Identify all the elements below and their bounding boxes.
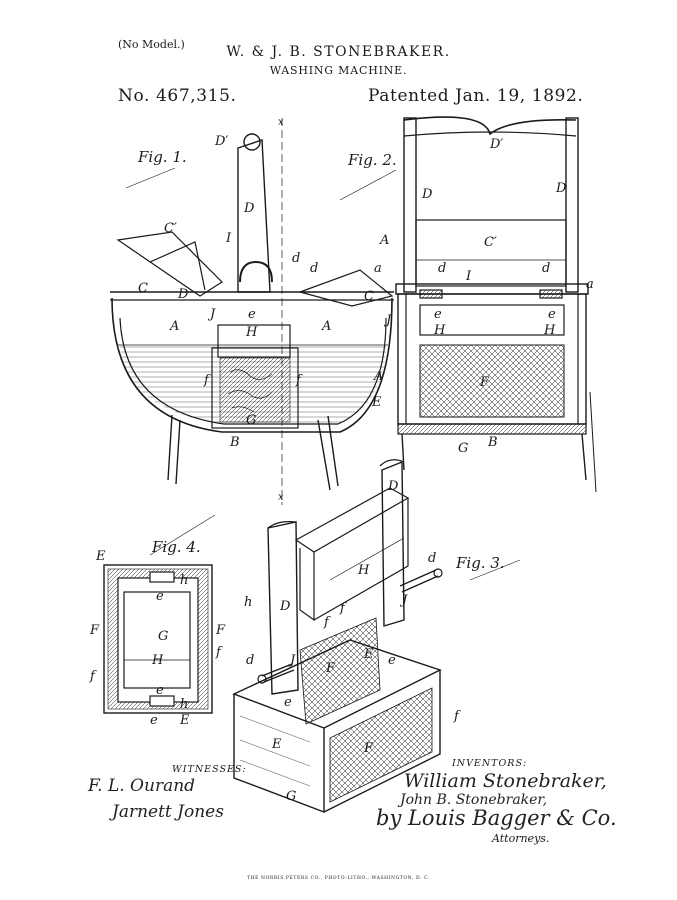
svg-text:d: d bbox=[246, 653, 254, 668]
svg-text:d: d bbox=[542, 261, 550, 276]
svg-text:B: B bbox=[229, 435, 240, 450]
svg-text:e: e bbox=[248, 307, 256, 322]
svg-text:F: F bbox=[215, 623, 226, 638]
svg-text:C′: C′ bbox=[484, 235, 497, 250]
figure-2-labels: D′ D D A C′ a d I d a J e e H H A F E G … bbox=[371, 137, 594, 456]
svg-text:e: e bbox=[548, 307, 556, 322]
inventors-label: INVENTORS: bbox=[452, 758, 528, 769]
witness-signature-1: F. L. Ourand bbox=[88, 776, 196, 796]
svg-text:I: I bbox=[465, 269, 472, 284]
svg-text:C: C bbox=[364, 289, 374, 304]
svg-text:E: E bbox=[371, 395, 382, 410]
svg-text:G: G bbox=[458, 441, 468, 456]
figure-2-drawing bbox=[339, 116, 597, 493]
svg-text:e: e bbox=[156, 683, 164, 698]
svg-text:E: E bbox=[363, 647, 374, 662]
inventor-signature-1: William Stonebraker, bbox=[404, 770, 607, 792]
svg-text:H: H bbox=[357, 563, 370, 578]
svg-text:e: e bbox=[284, 695, 292, 710]
svg-text:a: a bbox=[374, 261, 382, 276]
svg-text:D: D bbox=[555, 181, 567, 196]
figure-3-labels: D d H h D J f f d J E e F e E F f G bbox=[244, 479, 461, 804]
engraver-credit: THE NORRIS PETERS CO., PHOTO-LITHO., WAS… bbox=[246, 876, 430, 881]
svg-text:H: H bbox=[151, 653, 164, 668]
svg-text:d: d bbox=[310, 261, 318, 276]
figure-4-labels: E h e F F G f H f e h e E bbox=[89, 549, 226, 728]
svg-text:D: D bbox=[421, 187, 433, 202]
svg-text:f: f bbox=[295, 373, 303, 388]
svg-text:A: A bbox=[169, 319, 179, 334]
svg-text:D: D bbox=[279, 599, 291, 614]
svg-text:F: F bbox=[363, 741, 374, 756]
invention-title: WASHING MACHINE. bbox=[269, 64, 408, 77]
patent-date: Patented Jan. 19, 1892. bbox=[368, 86, 584, 106]
svg-text:I: I bbox=[225, 231, 232, 246]
svg-text:C: C bbox=[138, 281, 148, 296]
svg-text:h: h bbox=[180, 697, 188, 712]
model-note: (No Model.) bbox=[118, 38, 185, 51]
attorney-signature: by Louis Bagger & Co. bbox=[376, 806, 617, 830]
svg-text:d: d bbox=[428, 551, 436, 566]
svg-text:f: f bbox=[453, 709, 461, 724]
svg-text:A: A bbox=[379, 233, 389, 248]
svg-text:B: B bbox=[487, 435, 498, 450]
svg-text:h: h bbox=[180, 573, 188, 588]
svg-text:D′: D′ bbox=[489, 137, 503, 152]
svg-text:D: D bbox=[177, 287, 189, 302]
svg-text:D: D bbox=[387, 479, 399, 494]
svg-text:e: e bbox=[150, 713, 158, 728]
svg-text:d: d bbox=[292, 251, 300, 266]
svg-text:f: f bbox=[215, 645, 223, 660]
svg-text:f: f bbox=[203, 373, 211, 388]
svg-text:h: h bbox=[244, 595, 252, 610]
svg-text:f: f bbox=[89, 669, 97, 684]
inventors-title: W. & J. B. STONEBRAKER. bbox=[226, 44, 451, 60]
svg-text:e: e bbox=[156, 589, 164, 604]
inventor-signature-2: John B. Stonebraker, bbox=[400, 792, 548, 808]
svg-text:H: H bbox=[543, 323, 556, 338]
fig-2-label: Fig. 2. bbox=[347, 151, 397, 169]
svg-text:H: H bbox=[433, 323, 446, 338]
svg-text:J: J bbox=[207, 307, 216, 322]
svg-text:a: a bbox=[586, 277, 594, 292]
figure-3-drawing bbox=[232, 459, 521, 814]
svg-text:G: G bbox=[286, 789, 296, 804]
fig-3-label: Fig. 3. bbox=[455, 554, 505, 572]
svg-text:H: H bbox=[245, 325, 258, 340]
figure-4-drawing bbox=[103, 514, 216, 714]
svg-text:f: f bbox=[323, 615, 331, 630]
svg-text:f: f bbox=[339, 601, 347, 616]
svg-text:C′: C′ bbox=[164, 221, 177, 236]
figure-1-drawing bbox=[110, 118, 394, 505]
patent-number: No. 467,315. bbox=[118, 86, 237, 106]
svg-text:G: G bbox=[246, 413, 256, 428]
svg-text:x: x bbox=[278, 117, 284, 128]
svg-text:J: J bbox=[383, 313, 392, 328]
svg-text:D′: D′ bbox=[214, 134, 228, 149]
witnesses-label: WITNESSES: bbox=[172, 764, 247, 775]
svg-text:A: A bbox=[373, 369, 383, 384]
attorneys-word: Attorneys. bbox=[492, 832, 550, 845]
svg-text:e: e bbox=[388, 653, 396, 668]
svg-text:e: e bbox=[434, 307, 442, 322]
svg-text:D: D bbox=[243, 201, 255, 216]
svg-text:E: E bbox=[179, 713, 190, 728]
svg-text:d: d bbox=[438, 261, 446, 276]
fig-1-label: Fig. 1. bbox=[137, 148, 187, 166]
svg-text:A: A bbox=[321, 319, 331, 334]
svg-text:J: J bbox=[399, 593, 408, 608]
svg-text:F: F bbox=[479, 375, 490, 390]
witness-signature-2: Jarnett Jones bbox=[112, 802, 224, 822]
fig-4-label: Fig. 4. bbox=[151, 538, 201, 556]
svg-text:x: x bbox=[278, 492, 284, 503]
svg-text:J: J bbox=[287, 653, 296, 668]
svg-text:E: E bbox=[95, 549, 106, 564]
svg-text:F: F bbox=[325, 661, 336, 676]
svg-text:F: F bbox=[89, 623, 100, 638]
svg-text:E: E bbox=[271, 737, 282, 752]
figure-1-labels: D′ D C′ I d d C D J e C A A H f f G B x … bbox=[138, 117, 374, 503]
svg-text:G: G bbox=[158, 629, 168, 644]
